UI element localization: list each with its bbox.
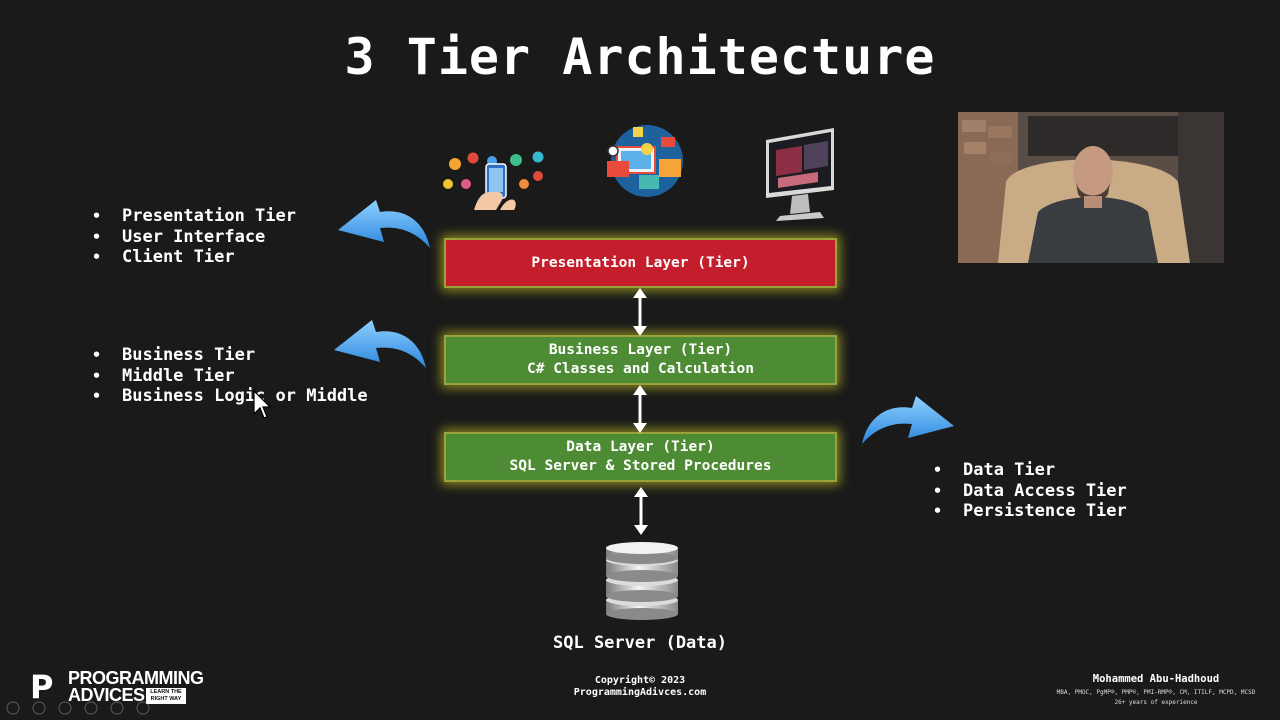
layer-title: Data Layer (Tier)	[566, 439, 715, 455]
list-item: Business Tier	[92, 345, 368, 366]
curved-arrow-right-icon	[862, 396, 954, 444]
previous-icon	[6, 701, 20, 715]
double-arrow-icon	[633, 385, 647, 433]
presentation-layer-box: Presentation Layer (Tier)	[444, 238, 837, 288]
curved-arrow-left-icon	[334, 320, 426, 368]
author-info: Mohammed Abu-Hadhoud MBA, PMOC, PgMP®, P…	[1040, 673, 1272, 706]
data-tier-list: Data Tier Data Access Tier Persistence T…	[933, 460, 1127, 522]
list-item: Data Access Tier	[933, 481, 1127, 502]
author-credentials: MBA, PMOC, PgMP®, PMP®, PMI-RMP®, CM, IT…	[1056, 689, 1256, 696]
slides-icon	[84, 701, 98, 715]
layer-subtitle: C# Classes and Calculation	[527, 361, 754, 377]
database-icon	[606, 542, 678, 620]
logo-tagline-line1: LEARN THE	[150, 689, 182, 695]
mobile-apps-icon	[443, 151, 544, 210]
logo-text-line1: PROGRAMMING	[68, 668, 204, 688]
list-item: Presentation Tier	[92, 206, 296, 227]
list-item: Middle Tier	[92, 366, 368, 387]
more-icon	[136, 701, 150, 715]
list-item: User Interface	[92, 227, 296, 248]
database-label: SQL Server (Data)	[553, 633, 727, 653]
logo-tagline-line2: RIGHT WAY	[150, 696, 182, 702]
mouse-cursor-icon	[253, 390, 271, 419]
logo-mark-icon: P	[30, 668, 54, 706]
layer-title: Business Layer (Tier)	[548, 342, 733, 358]
programming-advices-logo: P PROGRAMMING ADVICES LEARN THE RIGHT WA…	[30, 668, 205, 708]
copyright-notice: Copyright© 2023 ProgrammingAdivces.com	[540, 675, 740, 699]
presenter-webcam	[958, 112, 1224, 263]
copyright-website: ProgrammingAdivces.com	[573, 687, 707, 698]
list-item: Business Logic or Middle	[92, 386, 368, 407]
web-apps-icon	[607, 125, 683, 197]
presentation-tier-list: Presentation Tier User Interface Client …	[92, 206, 296, 268]
zoom-icon	[110, 701, 124, 715]
layer-title: Presentation Layer (Tier)	[531, 254, 750, 271]
desktop-monitor-icon	[766, 128, 834, 221]
business-layer-box: Business Layer (Tier) C# Classes and Cal…	[444, 335, 837, 385]
double-arrow-icon	[634, 487, 648, 535]
list-item: Client Tier	[92, 247, 296, 268]
list-item: Persistence Tier	[933, 501, 1127, 522]
curved-arrow-left-icon	[338, 200, 430, 248]
logo-tagline: LEARN THE RIGHT WAY	[146, 688, 186, 704]
author-name: Mohammed Abu-Hadhoud	[1092, 673, 1220, 685]
next-icon	[32, 701, 46, 715]
double-arrow-icon	[633, 288, 647, 336]
data-layer-box: Data Layer (Tier) SQL Server & Stored Pr…	[444, 432, 837, 482]
pen-icon	[58, 701, 72, 715]
page-title: 3 Tier Architecture	[344, 28, 936, 86]
list-item: Data Tier	[933, 460, 1127, 481]
presenter-video-frame	[958, 112, 1224, 263]
business-tier-list: Business Tier Middle Tier Business Logic…	[92, 345, 368, 407]
author-experience: 26+ years of experience	[1114, 699, 1198, 706]
player-controls[interactable]	[3, 700, 153, 716]
layer-subtitle: SQL Server & Stored Procedures	[509, 458, 772, 474]
logo-text-line2: ADVICES	[68, 685, 145, 705]
copyright-line: Copyright© 2023	[594, 675, 686, 686]
